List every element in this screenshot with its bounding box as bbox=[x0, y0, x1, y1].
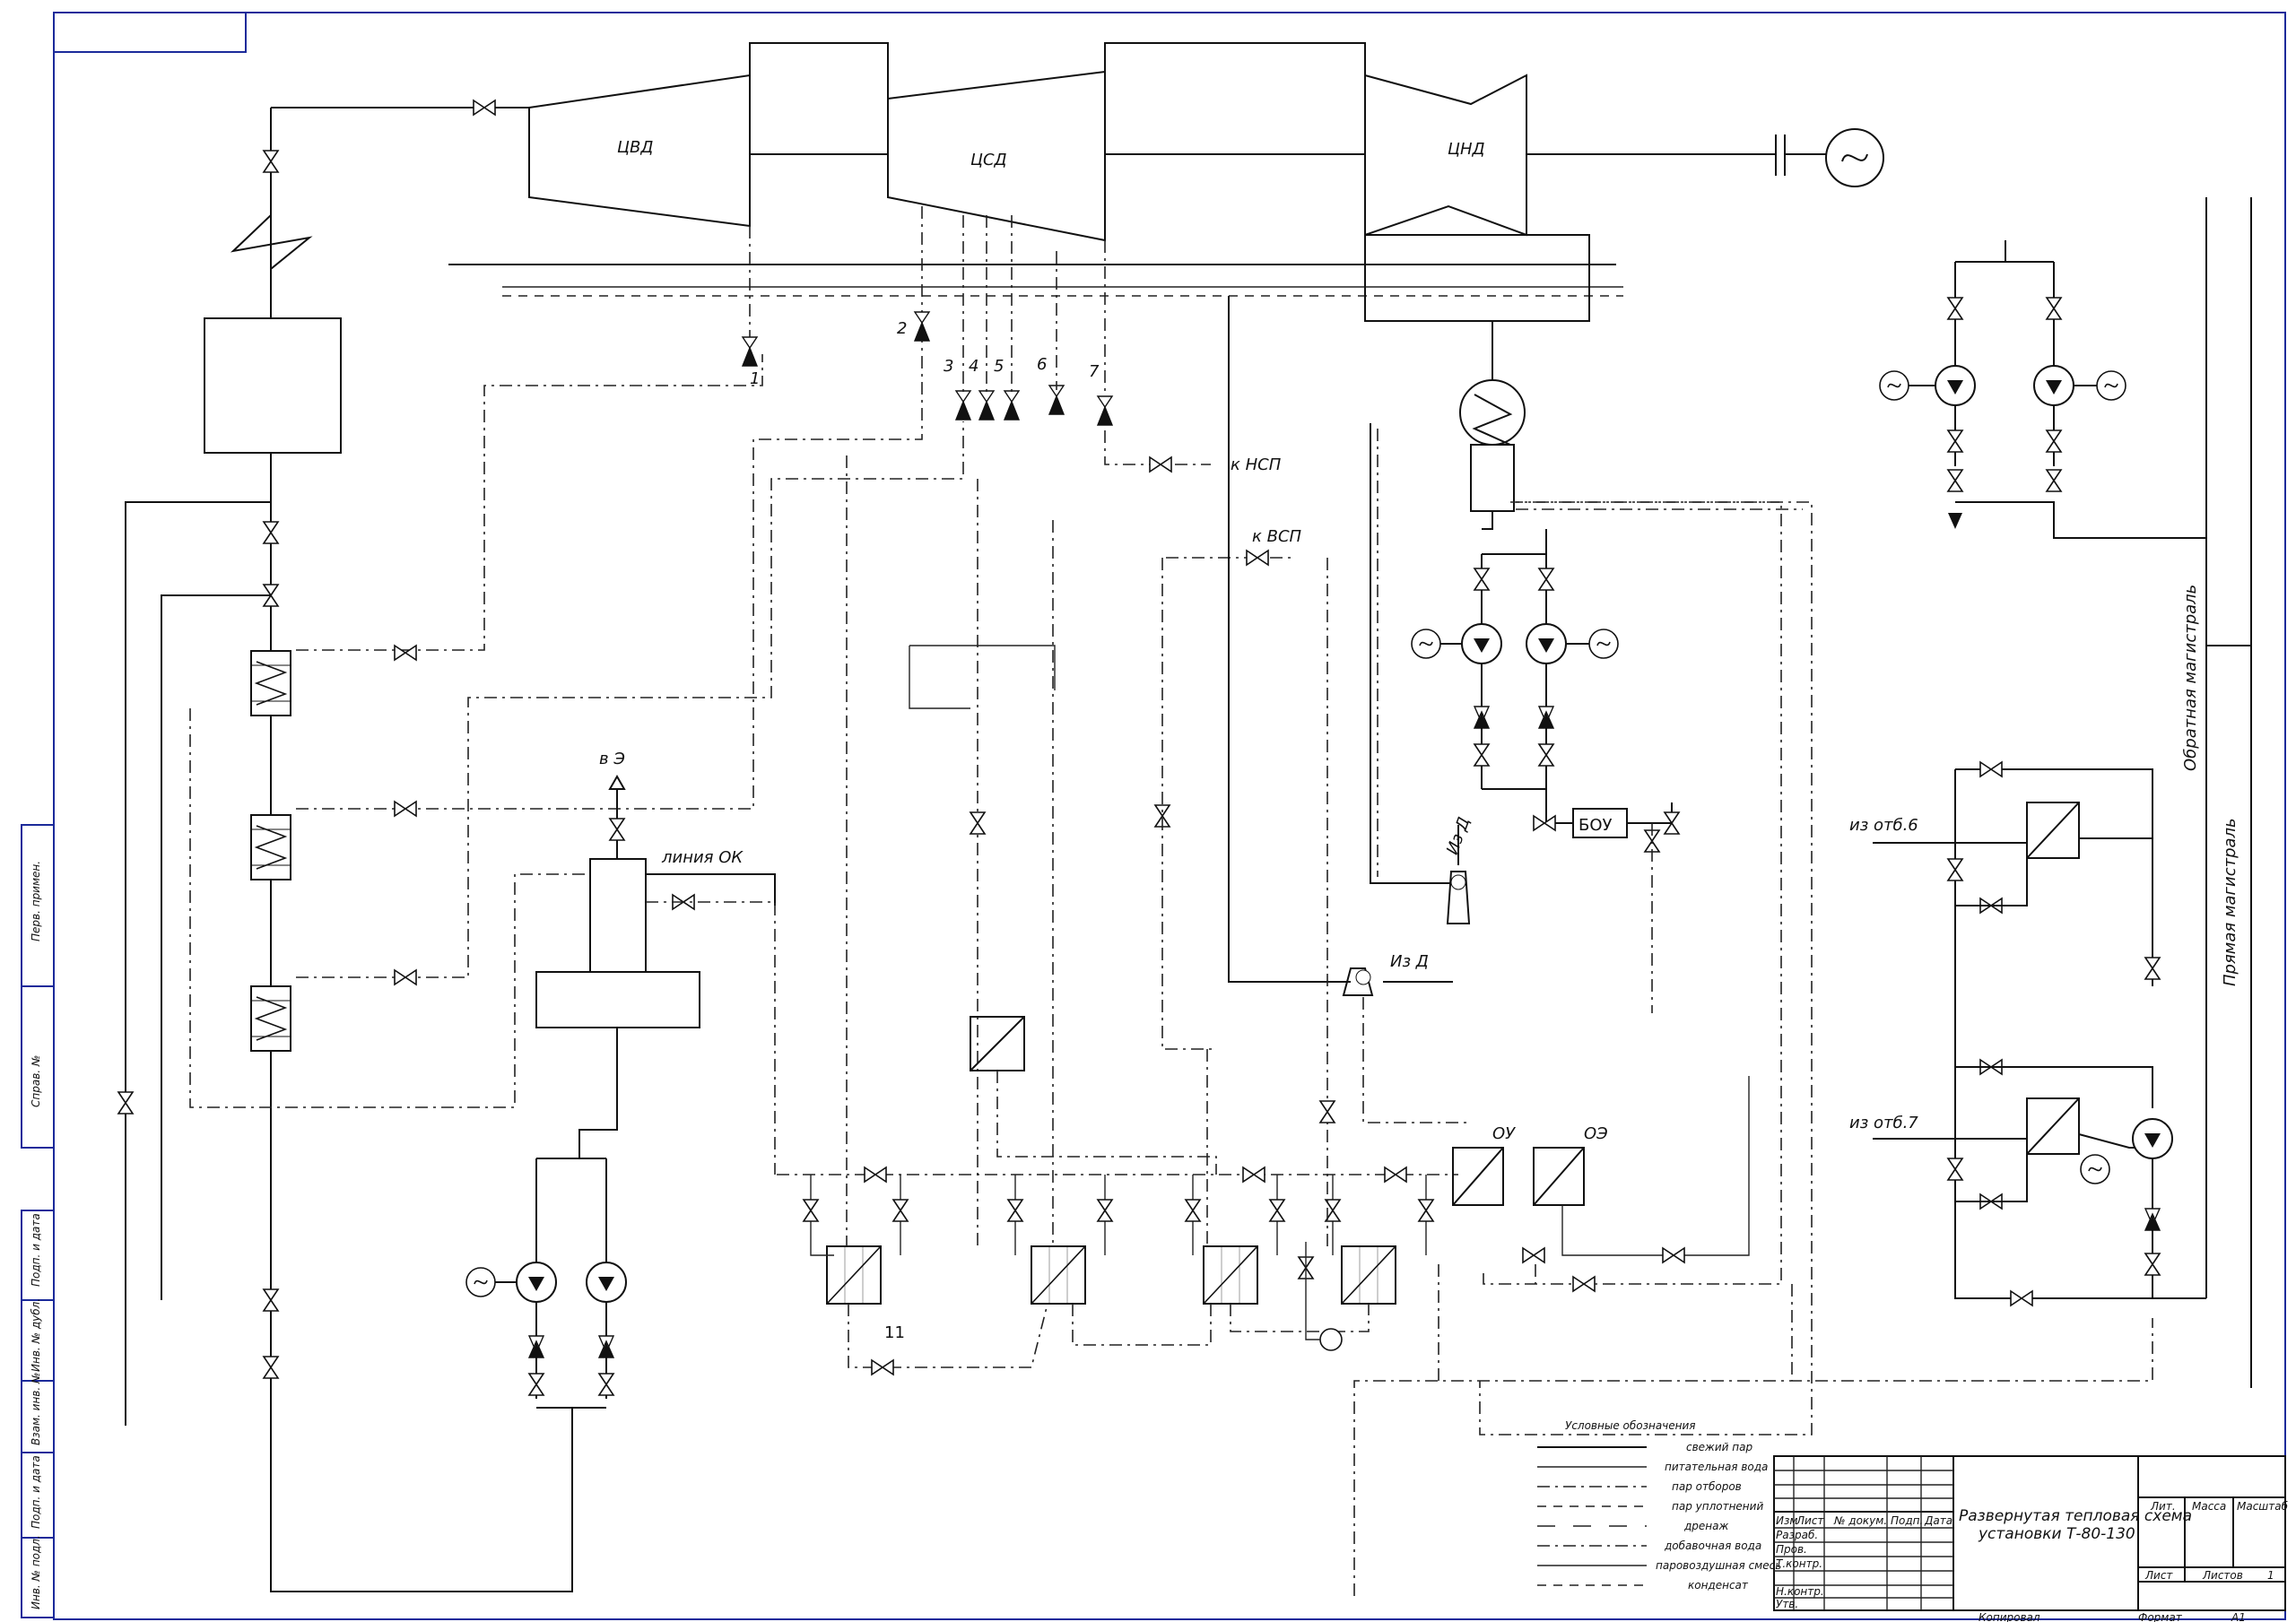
lpc-casing bbox=[1364, 74, 1527, 237]
generator-icon bbox=[1825, 128, 1884, 187]
tb-sheets-count: 1 bbox=[2267, 1569, 2274, 1582]
extraction-3-label: 3 bbox=[944, 357, 953, 376]
extraction-4-label: 4 bbox=[969, 357, 978, 376]
feed-pumps bbox=[270, 1158, 627, 1592]
extraction-5-label: 5 bbox=[994, 357, 1004, 376]
from-d-label-2: Из Д bbox=[1390, 952, 1429, 971]
to-nsp-label: к НСП bbox=[1231, 455, 1282, 474]
deaerator: в Э линия ОК bbox=[535, 750, 776, 1175]
tb-scale: Масштаб bbox=[2237, 1500, 2289, 1513]
tb-col-list: Лист bbox=[1796, 1514, 1824, 1527]
network-heater-2 bbox=[2026, 1097, 2080, 1155]
extractions: 1 2 3 4 5 6 7 bbox=[742, 206, 1113, 426]
tb-col-docnum: № докум. bbox=[1833, 1514, 1887, 1527]
stamp-perv-primen: Перв. примен. bbox=[30, 861, 42, 941]
tb-col-izm: Изм bbox=[1776, 1514, 1797, 1527]
legend-item-makeup-water: добавочная вода bbox=[1664, 1540, 1761, 1552]
condenser-group: БОУ bbox=[1411, 321, 1680, 1013]
legend-item-seal-steam: пар уплотнений bbox=[1672, 1500, 1763, 1513]
title-block: Изм Лист № докум. Подп. Дата Разраб. Про… bbox=[1773, 1455, 2289, 1622]
tb-title-line2: установки Т-80-130 bbox=[1978, 1525, 2135, 1543]
extraction-2-label: 2 bbox=[897, 319, 907, 338]
tb-sheets: Листов bbox=[2202, 1569, 2243, 1582]
legend-item-condensate: конденсат bbox=[1688, 1579, 1749, 1592]
tb-mass: Масса bbox=[2192, 1500, 2226, 1513]
side-stamp: Перв. примен. Справ. № Подп. и дата Инв.… bbox=[21, 824, 55, 1618]
from-d-label-1: Из Д bbox=[1443, 815, 1474, 857]
tb-role-tkontr: Т.контр. bbox=[1776, 1557, 1822, 1570]
oe-cooler bbox=[1533, 1147, 1585, 1206]
legend: Условные обозначения свежий пар питатель… bbox=[1537, 1419, 1781, 1592]
chemical-treatment-label: БОУ bbox=[1578, 816, 1613, 835]
tb-role-razrab: Разраб. bbox=[1776, 1529, 1818, 1541]
tb-role-nkontr: Н.контр. bbox=[1776, 1585, 1824, 1598]
from-extraction-7-label: из отб.7 bbox=[1849, 1114, 1918, 1132]
legend-item-fresh-steam: свежий пар bbox=[1686, 1441, 1752, 1453]
legend-item-drain: дренаж bbox=[1683, 1520, 1728, 1532]
ipc-label: ЦСД bbox=[970, 151, 1007, 169]
boiler bbox=[204, 317, 342, 454]
tb-copied: Копировал bbox=[1979, 1611, 2040, 1622]
line-ok-label: линия ОК bbox=[661, 848, 744, 867]
legend-item-feed-water: питательная вода bbox=[1665, 1461, 1768, 1473]
condenser bbox=[1459, 379, 1526, 446]
tb-col-podp: Подп. bbox=[1891, 1514, 1923, 1527]
extraction-6-label: 6 bbox=[1037, 355, 1047, 374]
tb-col-data: Дата bbox=[1924, 1514, 1952, 1527]
stamp-podp-data-2: Подп. и дата bbox=[30, 1455, 42, 1529]
from-extraction-6-label: из отб.6 bbox=[1849, 816, 1918, 835]
corner-box bbox=[53, 12, 247, 53]
tb-format: Формат bbox=[2138, 1611, 2183, 1622]
stamp-sprav: Справ. № bbox=[30, 1055, 42, 1107]
tb-title-line1: Развернутая тепловая схема bbox=[1959, 1507, 2192, 1525]
stamp-vzam-inv: Взам. инв. № bbox=[30, 1373, 42, 1445]
lp-heaters: 11 bbox=[777, 455, 2153, 1596]
oe-label: ОЭ bbox=[1584, 1124, 1608, 1143]
heater-11-label: 11 bbox=[884, 1323, 905, 1342]
return-main-label: Обратная магистраль bbox=[2181, 585, 2200, 771]
extraction-7-label: 7 bbox=[1089, 362, 1100, 381]
district-heating: Обратная магистраль Прямая магистраль из… bbox=[1849, 197, 2252, 1388]
stamp-inv-dubl: Инв. № дубл. bbox=[30, 1298, 42, 1372]
tb-format-value: А1 bbox=[2231, 1611, 2246, 1622]
supply-main-label: Прямая магистраль bbox=[2221, 818, 2239, 986]
network-heater-1 bbox=[2026, 802, 2080, 859]
legend-item-steam-air-mix: паровоздушная смесь bbox=[1656, 1559, 1781, 1572]
stamp-podp-data-1: Подп. и дата bbox=[30, 1213, 42, 1287]
to-vsp-label: к ВСП bbox=[1252, 527, 1302, 546]
ipc-lpc-box bbox=[1104, 42, 1366, 155]
ou-cooler bbox=[1452, 1147, 1504, 1206]
ou-label: ОУ bbox=[1492, 1124, 1516, 1143]
legend-title: Условные обозначения bbox=[1565, 1419, 1696, 1432]
legend-item-extraction-steam: пар отборов bbox=[1672, 1480, 1742, 1493]
tb-role-utv: Утв. bbox=[1776, 1598, 1798, 1610]
hpc-label: ЦВД bbox=[617, 138, 653, 157]
tb-lit: Лит. bbox=[2150, 1500, 2176, 1513]
hpc-ipc-box bbox=[749, 42, 889, 155]
stamp-inv-podl: Инв. № подл. bbox=[30, 1535, 42, 1609]
sheet-border bbox=[53, 12, 2286, 1620]
to-e-label: в Э bbox=[599, 750, 625, 768]
extraction-1-label: 1 bbox=[750, 369, 760, 388]
turbine: ЦВД ЦСД ЦНД bbox=[448, 42, 1884, 322]
lpc-label: ЦНД bbox=[1448, 140, 1485, 159]
tb-role-prov: Пров. bbox=[1776, 1543, 1807, 1556]
tb-sheet: Лист bbox=[2144, 1569, 2173, 1582]
hp-heaters bbox=[117, 341, 964, 1426]
